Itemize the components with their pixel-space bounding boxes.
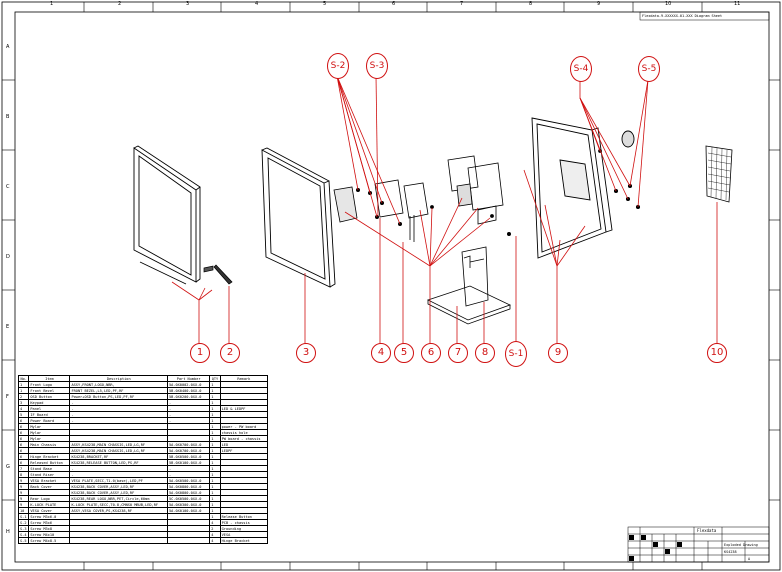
bom-cell: S-5 — [17, 537, 30, 544]
zone-label-top-6: 6 — [392, 1, 396, 7]
callout-6: 6 — [421, 343, 441, 363]
back-cover-drawing — [531, 117, 641, 259]
title-block-company: Flexdata — [697, 528, 717, 533]
title-strip-text: Flexdata-9-XXXXXX-01-XXX Diagram Sheet — [642, 14, 723, 18]
bom-table: No. Item Description Part Number QTY Rem… — [17, 375, 269, 544]
bom-cell: Screw M4x8.5 — [28, 537, 71, 544]
zone-label-top-2: 2 — [118, 1, 122, 7]
callout-8: 8 — [475, 343, 495, 363]
callout-7: 7 — [448, 343, 468, 363]
zone-label-side-c: C — [6, 184, 10, 190]
inner-border — [14, 11, 770, 563]
zone-label-top-7: 7 — [460, 1, 464, 7]
stand-drawing — [426, 246, 512, 325]
zone-label-top-5: 5 — [323, 1, 327, 7]
front-bezel-drawing — [133, 145, 201, 285]
bom-cell: 4 — [209, 537, 221, 544]
title-block-drawing-label: Exploded Drawing — [724, 543, 758, 547]
zone-label-side-f: F — [6, 394, 9, 400]
zone-label-top-9: 9 — [597, 1, 601, 7]
callout-3: 3 — [296, 343, 316, 363]
title-strip — [639, 11, 770, 21]
zone-label-side-b: B — [6, 114, 10, 120]
callout-s3: S-3 — [366, 53, 388, 79]
vesa-cover-drawing — [705, 145, 733, 203]
callout-5: 5 — [394, 343, 414, 363]
callout-s4: S-4 — [570, 56, 592, 82]
zone-label-side-a: A — [6, 44, 10, 50]
panel-drawing — [261, 147, 336, 288]
osd-button-drawing — [203, 264, 233, 285]
callout-s5: S-5 — [638, 56, 660, 82]
callout-1: 1 — [190, 343, 210, 363]
bom-cell — [69, 537, 168, 544]
callout-9: 9 — [548, 343, 568, 363]
main-chassis-drawing — [430, 155, 511, 236]
boards-drawing — [333, 179, 429, 242]
title-block-sheet-code: KS4238 — [724, 550, 737, 554]
zone-label-side-g: G — [6, 464, 10, 470]
title-block — [627, 526, 770, 563]
callout-s1: S-1 — [505, 341, 527, 367]
bom-cell: Hinge Bracket — [219, 537, 269, 544]
zone-label-top-10: 10 — [665, 1, 672, 7]
callout-4: 4 — [371, 343, 391, 363]
callout-2: 2 — [220, 343, 240, 363]
zone-label-top-11: 11 — [734, 1, 741, 7]
zone-label-side-e: E — [6, 324, 10, 330]
zone-label-side-h: H — [6, 529, 10, 535]
zone-label-side-d: D — [6, 254, 10, 260]
callout-s2: S-2 — [327, 53, 349, 79]
zone-label-top-1: 1 — [50, 1, 54, 7]
zone-label-top-4: 4 — [255, 1, 259, 7]
leader-lines — [171, 75, 718, 343]
zone-label-top-8: 8 — [529, 1, 533, 7]
bom-cell — [166, 537, 211, 544]
callout-10: 10 — [707, 343, 727, 363]
zone-label-top-3: 3 — [186, 1, 190, 7]
title-block-revision: A — [748, 557, 751, 561]
